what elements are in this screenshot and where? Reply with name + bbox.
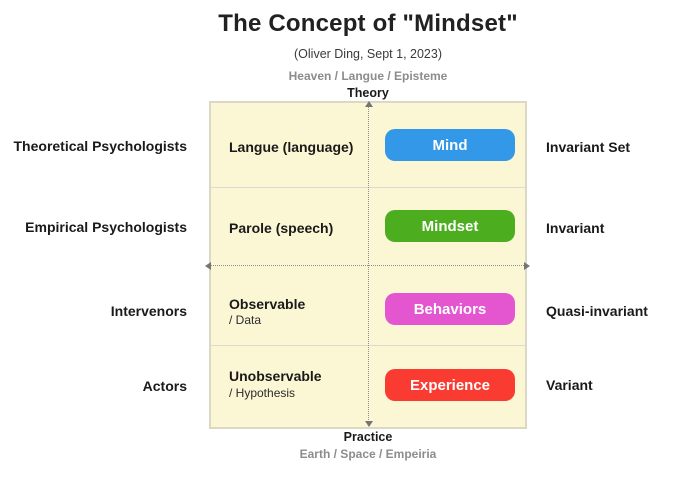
right-label-variant: Variant [546, 377, 593, 393]
cell-subterm-hypothesis: / Hypothesis [229, 386, 296, 400]
arrow-up-icon [364, 101, 373, 107]
axis-label-practice: Practice [343, 430, 393, 444]
cell-term-langue: Langue (language) [229, 139, 354, 155]
arrow-left-icon [205, 261, 211, 270]
cell-term-observable: Observable [229, 296, 306, 312]
mindset-pill-label: Mindset [421, 217, 479, 235]
arrow-right-icon [524, 261, 530, 270]
subtitle-author-date: (Oliver Ding, Sept 1, 2023) [294, 47, 442, 61]
cell-term-parole: Parole (speech) [229, 220, 334, 236]
axis-label-theory: Theory [347, 86, 389, 100]
arrow-down-icon [364, 421, 373, 427]
right-label-invariant: Invariant [546, 220, 605, 236]
mind-pill-label: Mind [432, 136, 468, 154]
axis-caption-earth-space-empeiria: Earth / Space / Empeiria [299, 447, 437, 461]
vertical-axis-line [368, 104, 369, 422]
right-label-invariant-set: Invariant Set [546, 139, 631, 155]
mind-pill: Mind [385, 129, 515, 161]
page-title: The Concept of "Mindset" [218, 10, 518, 37]
left-label-intervenors: Intervenors [110, 303, 187, 319]
left-label-empirical-psychologists: Empirical Psychologists [25, 219, 187, 235]
experience-pill: Experience [385, 369, 515, 401]
cell-term-unobservable: Unobservable [229, 368, 322, 384]
behaviors-pill: Behaviors [385, 293, 515, 325]
left-label-theoretical-psychologists: Theoretical Psychologists [13, 138, 188, 154]
cell-subterm-data: / Data [229, 313, 262, 327]
behaviors-pill-label: Behaviors [413, 300, 487, 318]
axis-caption-heaven-langue-episteme: Heaven / Langue / Episteme [288, 69, 448, 83]
right-label-quasi-invariant: Quasi-invariant [546, 303, 648, 319]
experience-pill-label: Experience [409, 376, 491, 394]
left-label-actors: Actors [142, 378, 187, 394]
mindset-pill: Mindset [385, 210, 515, 242]
